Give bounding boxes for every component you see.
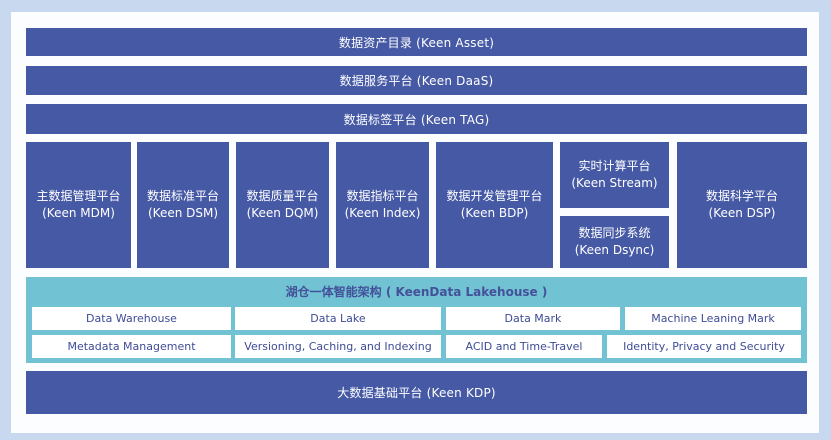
lakehouse-title: 湖仓一体智能架构 ( KeenData Lakehouse )	[285, 285, 548, 299]
module-keen-dqm: 数据质量平台 (Keen DQM)	[236, 142, 329, 268]
module-code: (Keen DSM)	[147, 206, 219, 220]
module-name: 数据质量平台	[246, 189, 319, 203]
module-keen-mdm: 主数据管理平台 (Keen MDM)	[26, 142, 131, 268]
lakehouse-cell-data-lake: Data Lake	[235, 307, 441, 330]
module-name: 数据指标平台	[346, 189, 419, 203]
lakehouse-cell-acid: ACID and Time-Travel	[446, 335, 602, 358]
layer-keen-tag: 数据标签平台 (Keen TAG)	[26, 104, 807, 134]
module-code: (Keen DSP)	[708, 206, 776, 220]
lakehouse-cell-ml-mark: Machine Leaning Mark	[625, 307, 801, 330]
module-name: 数据科学平台	[705, 189, 778, 203]
module-keen-bdp: 数据开发管理平台 (Keen BDP)	[436, 142, 553, 268]
module-code: (Keen DQM)	[246, 206, 319, 220]
module-code: (Keen BDP)	[460, 206, 529, 220]
module-keen-stream: 实时计算平台 (Keen Stream)	[560, 142, 669, 208]
module-keen-index: 数据指标平台 (Keen Index)	[336, 142, 429, 268]
module-name: 数据标准平台	[146, 189, 219, 203]
lakehouse-cell-versioning: Versioning, Caching, and Indexing	[235, 335, 441, 358]
layer-label: 数据标签平台 (Keen TAG)	[343, 112, 490, 127]
module-code: (Keen Dsync)	[574, 243, 655, 257]
layer-label: 数据资产目录 (Keen Asset)	[338, 35, 495, 50]
module-name: 数据开发管理平台	[446, 189, 543, 203]
lakehouse-cell-metadata: Metadata Management	[32, 335, 231, 358]
module-code: (Keen Stream)	[571, 176, 658, 190]
module-keen-dsm: 数据标准平台 (Keen DSM)	[137, 142, 229, 268]
module-code: (Keen Index)	[344, 206, 421, 220]
layer-keen-asset: 数据资产目录 (Keen Asset)	[26, 28, 807, 56]
lakehouse-cell-data-warehouse: Data Warehouse	[32, 307, 231, 330]
module-keen-dsp: 数据科学平台 (Keen DSP)	[677, 142, 807, 268]
module-name: 实时计算平台	[578, 159, 651, 173]
lakehouse-layer: 湖仓一体智能架构 ( KeenData Lakehouse ) Data War…	[26, 277, 807, 363]
layer-label: 数据服务平台 (Keen DaaS)	[339, 74, 494, 88]
module-code: (Keen MDM)	[42, 206, 115, 220]
layer-label: 大数据基础平台 (Keen KDP)	[337, 386, 496, 400]
module-name: 主数据管理平台	[36, 189, 121, 203]
layer-keen-kdp: 大数据基础平台 (Keen KDP)	[26, 371, 807, 414]
layer-keen-daas: 数据服务平台 (Keen DaaS)	[26, 66, 807, 95]
lakehouse-cell-security: Identity, Privacy and Security	[607, 335, 801, 358]
module-name: 数据同步系统	[578, 226, 651, 240]
module-keen-dsync: 数据同步系统 (Keen Dsync)	[560, 216, 669, 268]
lakehouse-cell-data-mark: Data Mark	[446, 307, 620, 330]
